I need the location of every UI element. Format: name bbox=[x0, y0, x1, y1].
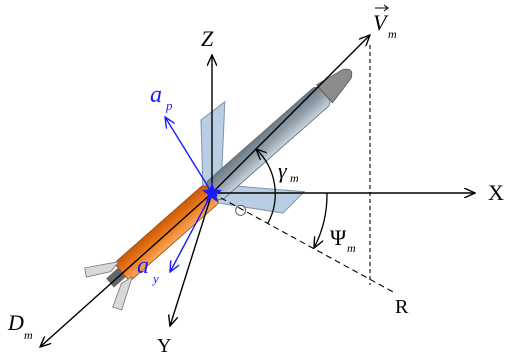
ap-label: a p bbox=[150, 82, 173, 113]
x-axis-label: X bbox=[488, 180, 504, 205]
ap-vector bbox=[165, 117, 213, 194]
r-point-label: R bbox=[395, 296, 409, 318]
ay-subscript: y bbox=[151, 271, 159, 286]
velocity-symbol: V bbox=[373, 10, 389, 35]
drag-label: D m bbox=[7, 310, 33, 342]
gamma-arc bbox=[256, 149, 276, 224]
drag-symbol: D bbox=[7, 310, 24, 335]
y-axis-label: Y bbox=[157, 335, 171, 357]
psi-subscript: m bbox=[347, 241, 356, 255]
drag-vector bbox=[40, 192, 213, 347]
horizontal-projection bbox=[211, 192, 396, 294]
ay-vector bbox=[170, 192, 213, 272]
missile-icon bbox=[84, 68, 353, 311]
ay-label: a y bbox=[137, 253, 159, 286]
gamma-label: γ m bbox=[278, 158, 299, 185]
velocity-label: V m bbox=[373, 4, 397, 41]
psi-arc bbox=[314, 192, 328, 248]
ay-symbol: a bbox=[137, 253, 149, 279]
drag-subscript: m bbox=[24, 328, 33, 342]
star-icon bbox=[202, 182, 222, 203]
ap-symbol: a bbox=[150, 82, 162, 108]
psi-symbol: Ψ bbox=[330, 225, 347, 250]
psi-label: Ψ m bbox=[330, 225, 356, 255]
velocity-subscript: m bbox=[388, 27, 397, 41]
y-axis bbox=[170, 192, 213, 326]
z-axis-label: Z bbox=[201, 26, 214, 51]
velocity-vector bbox=[211, 35, 370, 194]
gamma-symbol: γ bbox=[278, 158, 288, 183]
gamma-subscript: m bbox=[290, 171, 299, 185]
ap-subscript: p bbox=[165, 98, 173, 113]
